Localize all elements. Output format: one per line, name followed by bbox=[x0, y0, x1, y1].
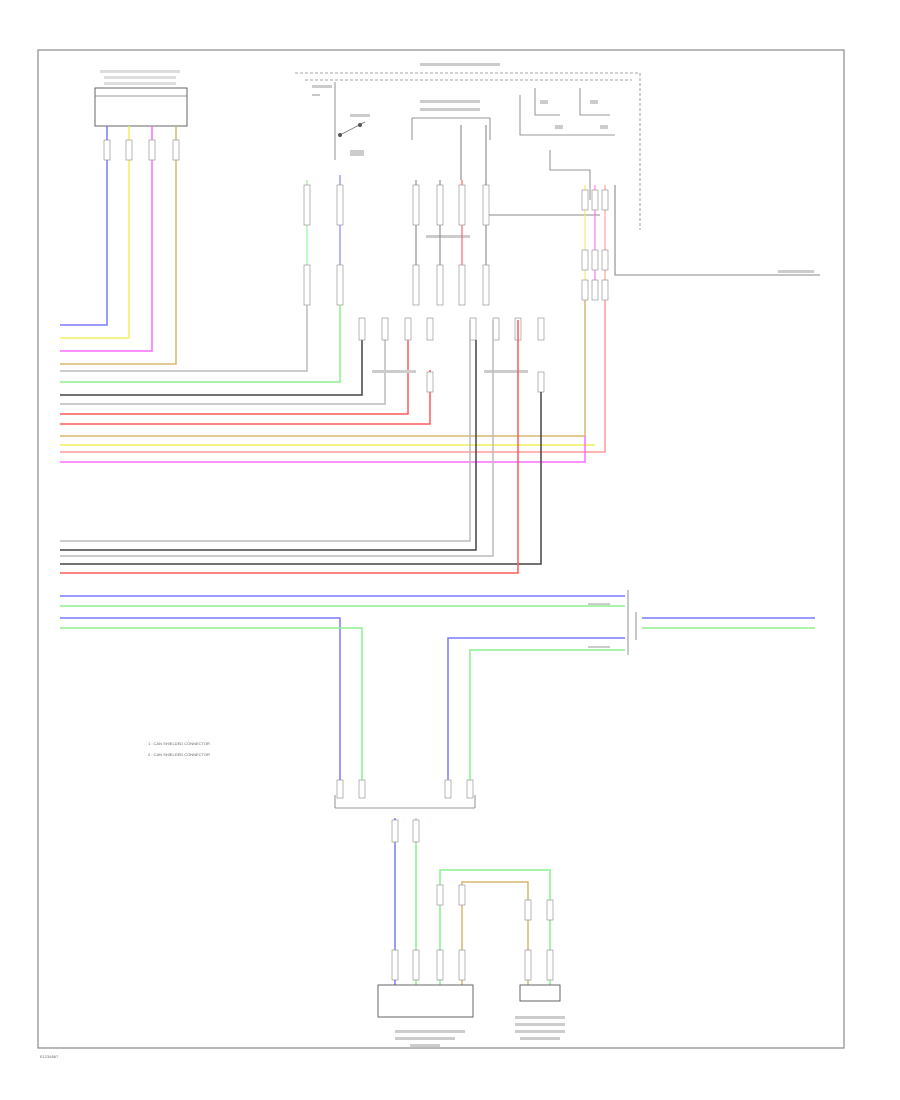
lower-junction bbox=[334, 779, 476, 809]
diagram-frame bbox=[37, 49, 845, 1049]
front-right-sensor-block bbox=[515, 984, 565, 1040]
main-harness-bus bbox=[60, 300, 606, 463]
center-upper-wires bbox=[303, 125, 600, 306]
lower-harness-bus bbox=[60, 320, 542, 574]
sensor-wires bbox=[391, 818, 554, 985]
right-relay-group bbox=[519, 88, 615, 200]
legend-line-2: 2 : CAN SHIELDED CONNECTOR bbox=[148, 752, 210, 757]
center-upper-module bbox=[411, 100, 491, 238]
legend-line-1: 1 : CAN SHIELDED CONNECTOR bbox=[148, 741, 210, 746]
can-bus-lines bbox=[60, 590, 815, 780]
front-left-sensor-block bbox=[377, 984, 474, 1047]
switch-symbol bbox=[312, 82, 370, 160]
right-upper-wires bbox=[581, 185, 820, 301]
diagram-code: E1234567 bbox=[40, 1054, 59, 1059]
mid-connectors bbox=[358, 317, 545, 393]
top-harness-dashed-box bbox=[295, 63, 641, 230]
top-left-connector bbox=[94, 70, 188, 127]
legend: 1 : CAN SHIELDED CONNECTOR 2 : CAN SHIEL… bbox=[148, 741, 210, 757]
left-block-wires bbox=[60, 126, 180, 365]
